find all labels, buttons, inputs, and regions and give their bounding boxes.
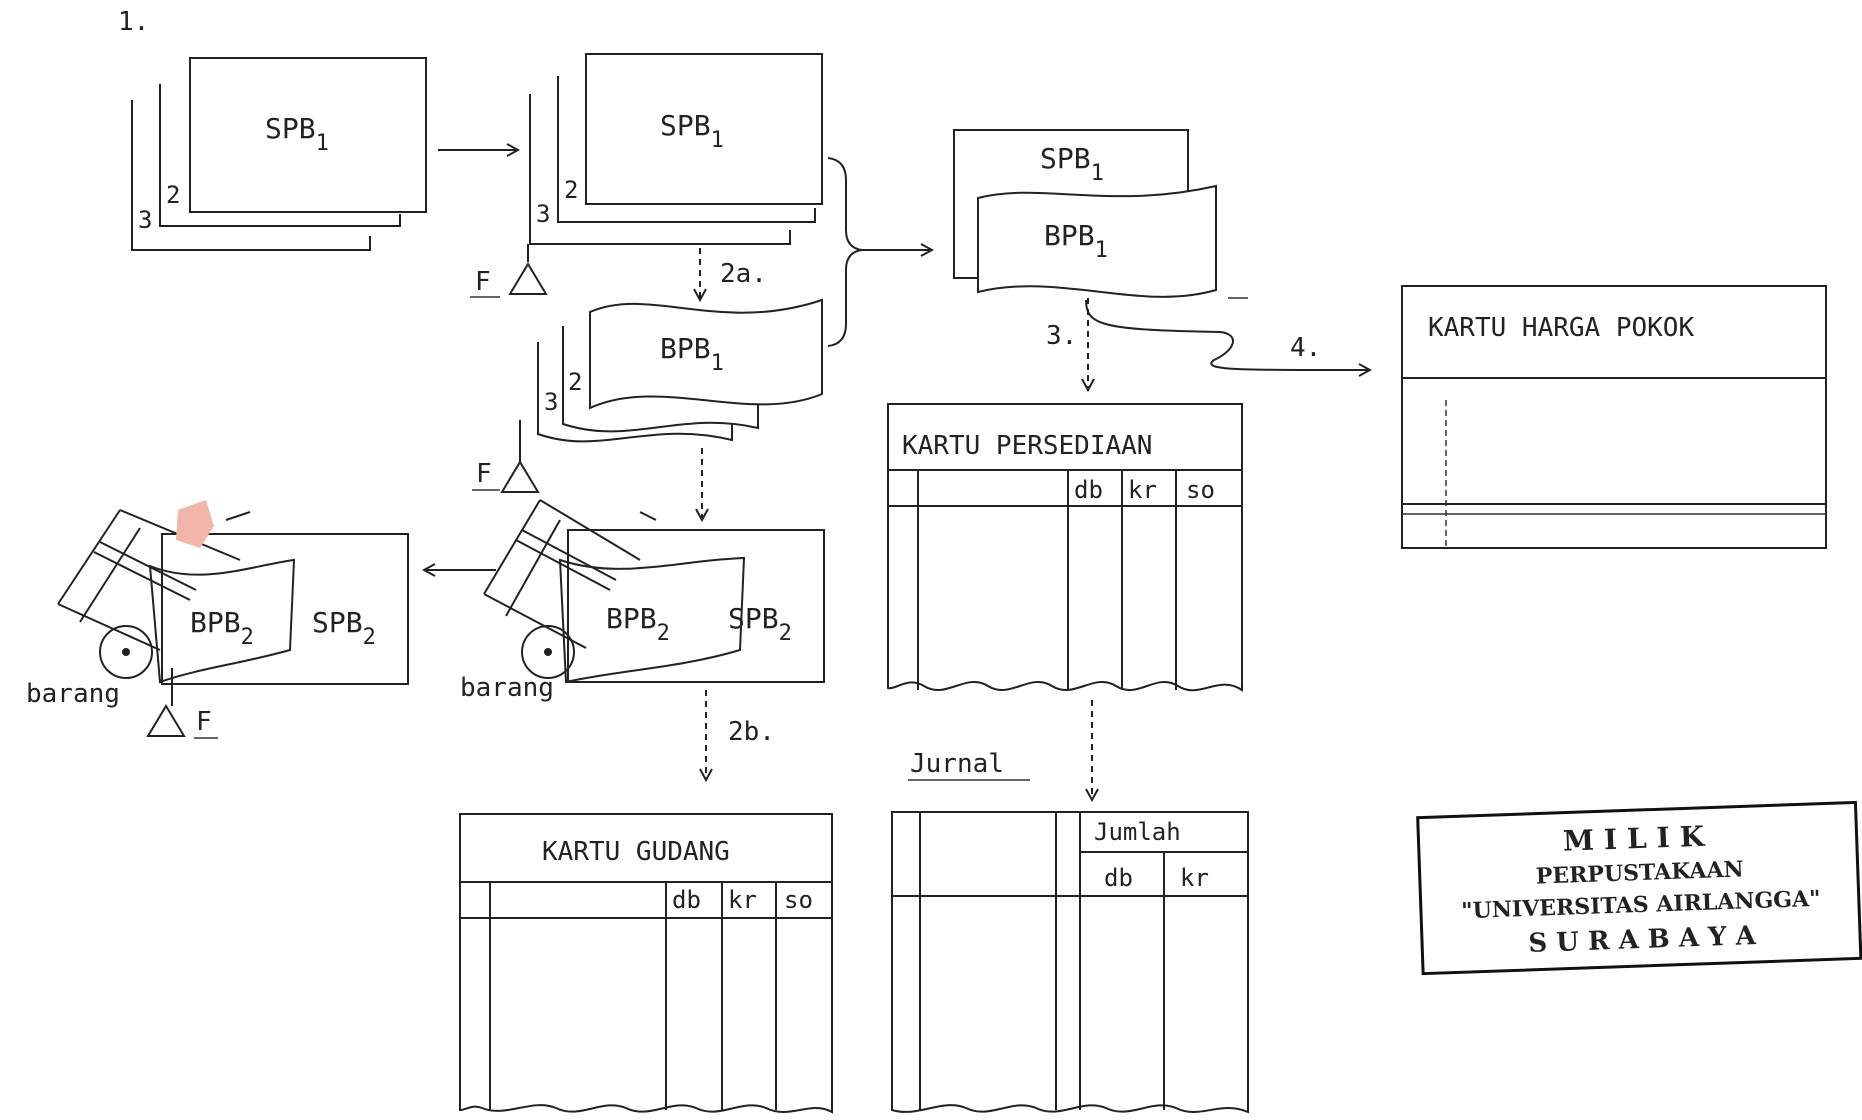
figure-number: 1.: [118, 7, 149, 37]
stamp-line-4: S U R A B A Y A: [1528, 921, 1757, 959]
group-brace: [828, 158, 862, 346]
col-db: db: [1104, 864, 1133, 892]
col-so: so: [1186, 476, 1215, 504]
copy-3-label: 3: [138, 206, 152, 234]
bpb1-stack: 3 2 BPB1: [538, 300, 822, 441]
spb1-stack-original: 3 2 SPB1: [132, 58, 426, 250]
copy-2-label: 2: [568, 368, 582, 396]
kartu-persediaan-title: KARTU PERSEDIAAN: [902, 431, 1152, 461]
spb2-label: SPB2: [728, 602, 792, 646]
copy-2-label: 2: [166, 181, 180, 209]
step-2a-label: 2a.: [720, 259, 767, 289]
library-stamp: MILIK PERPUSTAKAAN "UNIVERSITAS AIRLANGG…: [1418, 802, 1861, 973]
copy-2-label: 2: [564, 176, 578, 204]
step-2b-label: 2b.: [728, 717, 775, 747]
spb1-bpb1-accounting: SPB1 BPB1: [954, 130, 1248, 298]
col-db: db: [1074, 476, 1103, 504]
col-kr: kr: [1180, 864, 1209, 892]
kartu-gudang-title: KARTU GUDANG: [542, 837, 730, 867]
goods-label: barang: [26, 679, 120, 709]
step-4-label: 4.: [1290, 333, 1321, 363]
warehouse-scene-right: BPB2 SPB2 barang: [460, 500, 824, 703]
col-db: db: [672, 886, 701, 914]
stamp-line-1: MILIK: [1562, 819, 1714, 857]
copy-3-label: 3: [536, 200, 550, 228]
kartu-gudang: KARTU GUDANG db kr so: [460, 814, 832, 1112]
kartu-harga-pokok-title: KARTU HARGA POKOK: [1428, 313, 1694, 343]
file-symbol-bpb: F: [472, 420, 538, 492]
spb2-label: SPB2: [312, 606, 376, 650]
bpb2-label: BPB2: [190, 606, 254, 650]
kartu-persediaan: KARTU PERSEDIAAN db kr so: [888, 404, 1242, 690]
col-kr: kr: [1128, 476, 1157, 504]
jurnal: Jurnal Jumlah db kr: [892, 749, 1248, 1112]
arrow-step-4: [1086, 300, 1370, 370]
warehouse-scene-left: BPB2 SPB2 barang F: [26, 500, 408, 738]
copy-3-label: 3: [544, 388, 558, 416]
step-3-label: 3.: [1046, 321, 1077, 351]
jumlah-header: Jumlah: [1094, 818, 1181, 846]
stamp-line-3: "UNIVERSITAS AIRLANGGA": [1461, 886, 1821, 925]
stamp-line-2: PERPUSTAKAAN: [1535, 856, 1744, 889]
col-so: so: [784, 886, 813, 914]
file-symbol-spb: F: [470, 244, 546, 297]
bpb2-label: BPB2: [606, 602, 670, 646]
goods-label: barang: [460, 673, 554, 703]
file-label: F: [196, 707, 212, 737]
file-label: F: [476, 459, 492, 489]
file-label: F: [475, 267, 491, 297]
kartu-harga-pokok: KARTU HARGA POKOK: [1402, 286, 1826, 548]
col-kr: kr: [728, 886, 757, 914]
spb1-stack-received: 3 2 SPB1: [530, 54, 822, 244]
jurnal-title: Jurnal: [910, 749, 1004, 779]
